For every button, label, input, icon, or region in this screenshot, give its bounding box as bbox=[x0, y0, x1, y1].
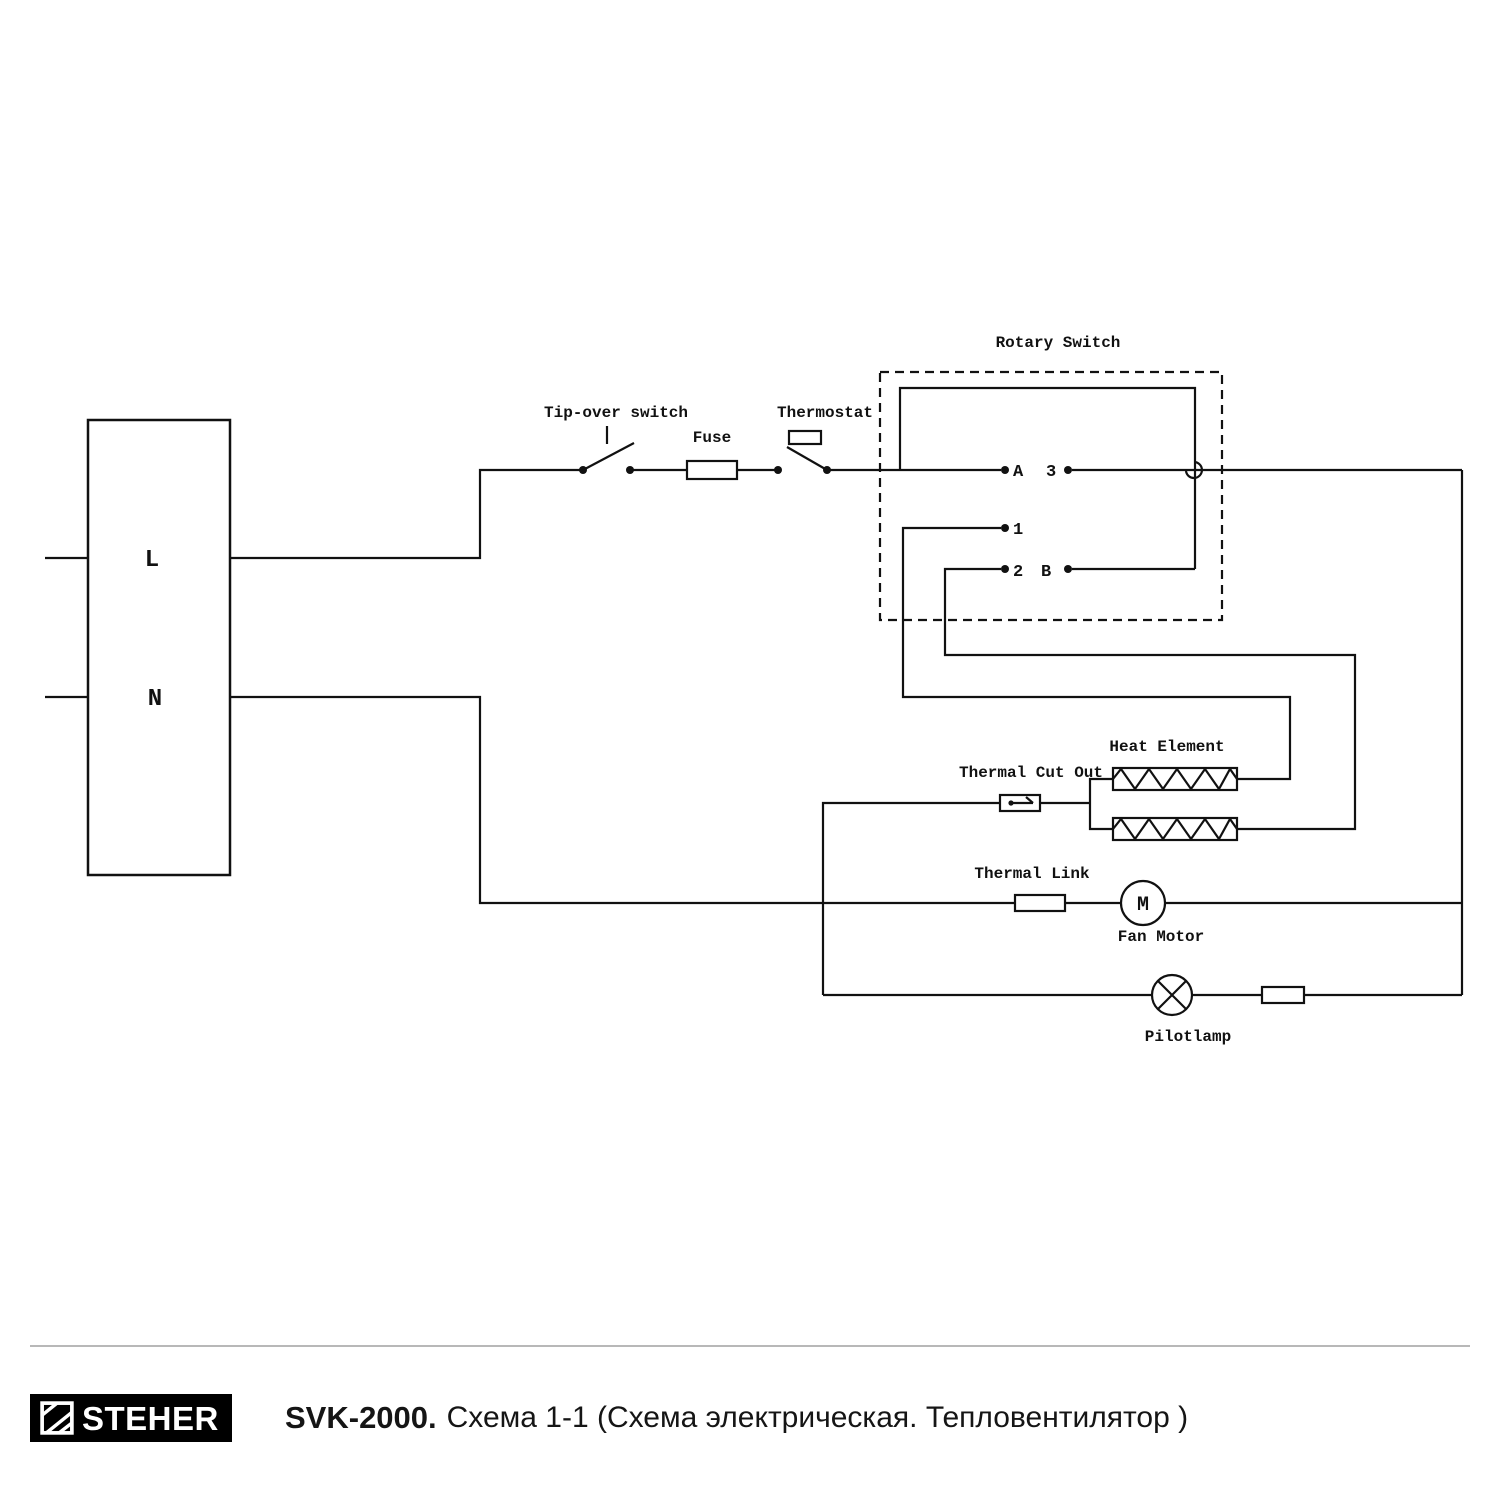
caption-text: Схема 1-1 (Схема электрическая. Тепловен… bbox=[446, 1401, 1189, 1434]
wire-l-to-tipover bbox=[230, 468, 583, 560]
steher-logo: STEHER bbox=[30, 1394, 232, 1442]
thermostat-dot-right bbox=[823, 466, 831, 474]
wire-contact2-to-heater2 bbox=[943, 567, 1357, 831]
wire-n-to-thermal-link bbox=[230, 695, 1015, 905]
label-tip-over-switch: Tip-over switch bbox=[544, 404, 688, 422]
thermostat-head bbox=[787, 429, 823, 446]
label-heat-element: Heat Element bbox=[1109, 738, 1224, 756]
thermal-cutout-dot bbox=[1008, 800, 1014, 806]
label-contact-1: 1 bbox=[1013, 521, 1023, 540]
label-terminal-n: N bbox=[148, 686, 162, 713]
thermostat-blade bbox=[786, 446, 828, 471]
tipover-dot-left bbox=[579, 466, 587, 474]
fuse-symbol bbox=[685, 459, 739, 481]
thermal-link-box bbox=[1013, 893, 1067, 913]
lamp-resistor-box bbox=[1260, 985, 1306, 1005]
rotary-dot-b bbox=[1064, 565, 1072, 573]
wire-cutout-to-pilot bbox=[821, 801, 1000, 995]
label-pilotlamp: Pilotlamp bbox=[1145, 1028, 1231, 1046]
rotary-switch-box bbox=[878, 370, 1224, 622]
label-thermal-link: Thermal Link bbox=[974, 865, 1090, 883]
label-terminal-l: L bbox=[145, 547, 159, 574]
thermostat-dot-left bbox=[774, 466, 782, 474]
steher-logo-text: STEHER bbox=[82, 1399, 219, 1437]
rotary-dot-3 bbox=[1064, 466, 1072, 474]
tipover-switch-blade bbox=[582, 442, 635, 471]
footer-divider bbox=[30, 1345, 1470, 1347]
label-contact-b: B bbox=[1041, 563, 1051, 582]
rotary-dot-1 bbox=[1001, 524, 1009, 532]
rotary-dot-a bbox=[1001, 466, 1009, 474]
label-motor-m: M bbox=[1137, 894, 1149, 917]
drawing-caption: SVK-2000. Схема 1-1 (Схема электрическая… bbox=[285, 1394, 1188, 1442]
label-contact-a: A bbox=[1013, 463, 1024, 482]
label-fan-motor: Fan Motor bbox=[1118, 928, 1204, 946]
label-thermostat: Thermostat bbox=[777, 404, 873, 422]
label-thermal-cut-out: Thermal Cut Out bbox=[959, 764, 1103, 782]
circuit-diagram: Rotary Switch Tip-over switch Fuse Therm… bbox=[45, 334, 1464, 1046]
label-contact-3: 3 bbox=[1046, 463, 1056, 482]
pilotlamp-cross bbox=[1157, 980, 1187, 1010]
steher-logo-icon bbox=[40, 1401, 74, 1435]
thermal-cutout-contact bbox=[1011, 796, 1034, 805]
tipover-dot-right bbox=[626, 466, 634, 474]
model-number: SVK-2000. bbox=[285, 1400, 437, 1435]
wire-contact1-to-heater1 bbox=[901, 526, 1292, 781]
label-contact-2: 2 bbox=[1013, 563, 1023, 582]
contact-dots bbox=[579, 466, 1072, 806]
rotary-wiper-arc bbox=[1184, 460, 1203, 480]
heat-element-1-coil bbox=[1112, 766, 1238, 792]
wiring bbox=[45, 370, 1464, 1017]
rotary-dot-2 bbox=[1001, 565, 1009, 573]
label-fuse: Fuse bbox=[693, 429, 731, 447]
heat-element-2-coil bbox=[1112, 816, 1238, 842]
wire-heater-left-join bbox=[1088, 777, 1113, 831]
power-terminal-box bbox=[86, 418, 232, 877]
label-rotary-switch: Rotary Switch bbox=[996, 334, 1121, 352]
